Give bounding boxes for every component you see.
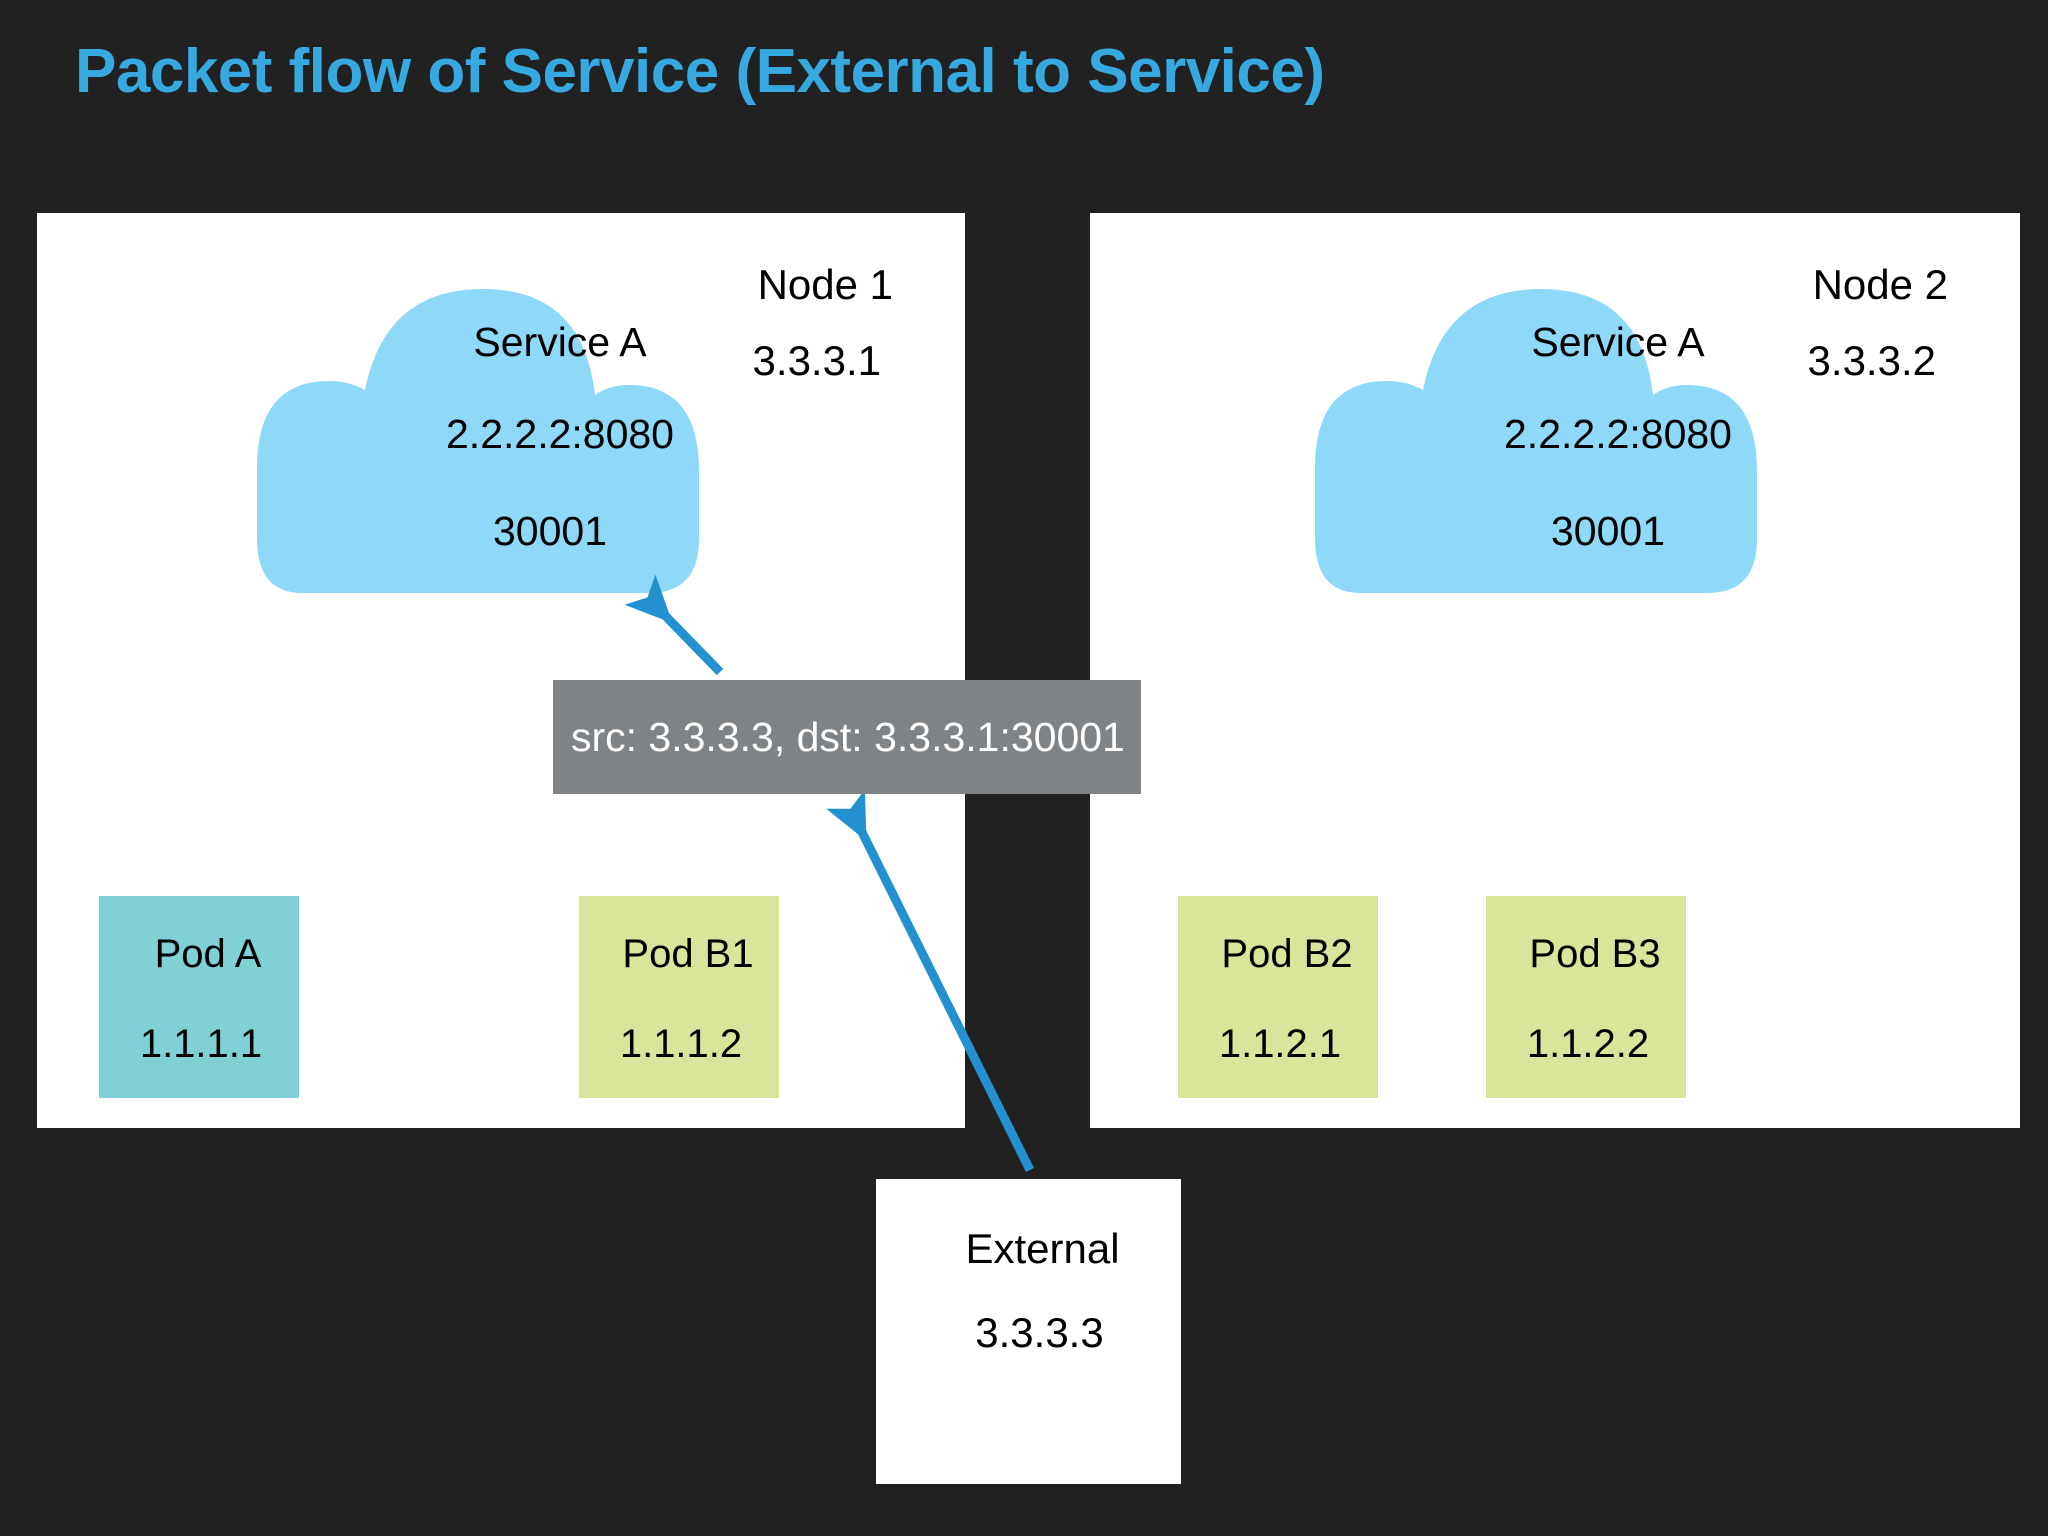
pod-b1-name: Pod B1 bbox=[622, 932, 754, 976]
node-panel-2: Node 2 3.3.3.2 Service A 2.2.2.2:8080 30… bbox=[1090, 213, 2020, 1128]
service-nodeport-node-1: 30001 bbox=[492, 508, 607, 554]
cloud-shape-icon bbox=[1315, 289, 1757, 593]
service-nodeport-node-2: 30001 bbox=[1550, 508, 1665, 554]
pod-b1-ip: 1.1.1.2 bbox=[619, 1022, 743, 1066]
service-ip-port-node-2: 2.2.2.2:8080 bbox=[1504, 411, 1732, 457]
node-1-name: Node 1 bbox=[757, 261, 893, 308]
external-box: External 3.3.3.3 bbox=[876, 1179, 1181, 1484]
pod-b2-name: Pod B2 bbox=[1221, 932, 1353, 976]
service-name-node-2: Service A bbox=[1531, 319, 1705, 365]
packet-label-box: src: 3.3.3.3, dst: 3.3.3.1:30001 bbox=[553, 680, 1141, 794]
packet-label-text: src: 3.3.3.3, dst: 3.3.3.1:30001 bbox=[571, 713, 1125, 760]
cloud-shape-icon bbox=[257, 289, 699, 593]
node-panel-1: Node 1 3.3.3.1 Service A 2.2.2.2:8080 30… bbox=[37, 213, 965, 1128]
pod-b3-name: Pod B3 bbox=[1529, 932, 1661, 976]
node-2-ip: 3.3.3.2 bbox=[1807, 337, 1936, 384]
pod-b3: Pod B3 1.1.2.2 bbox=[1486, 896, 1686, 1098]
external-ip: 3.3.3.3 bbox=[975, 1309, 1104, 1356]
node-2-name: Node 2 bbox=[1812, 261, 1948, 308]
external-name: External bbox=[965, 1225, 1120, 1272]
pod-b1: Pod B1 1.1.1.2 bbox=[579, 896, 779, 1098]
pod-b3-ip: 1.1.2.2 bbox=[1526, 1022, 1650, 1066]
pod-b2-ip: 1.1.2.1 bbox=[1218, 1022, 1342, 1066]
page-title: Packet flow of Service (External to Serv… bbox=[75, 37, 1325, 106]
pod-a-ip: 1.1.1.1 bbox=[139, 1022, 263, 1066]
node-1-ip: 3.3.3.1 bbox=[752, 337, 881, 384]
service-ip-port-node-1: 2.2.2.2:8080 bbox=[446, 411, 674, 457]
service-name-node-1: Service A bbox=[473, 319, 647, 365]
pod-a: Pod A 1.1.1.1 bbox=[99, 896, 299, 1098]
service-a-cloud-node-1: Service A 2.2.2.2:8080 30001 bbox=[237, 263, 767, 593]
pod-a-name: Pod A bbox=[154, 932, 262, 976]
pod-b2: Pod B2 1.1.2.1 bbox=[1178, 896, 1378, 1098]
service-a-cloud-node-2: Service A 2.2.2.2:8080 30001 bbox=[1295, 263, 1825, 593]
